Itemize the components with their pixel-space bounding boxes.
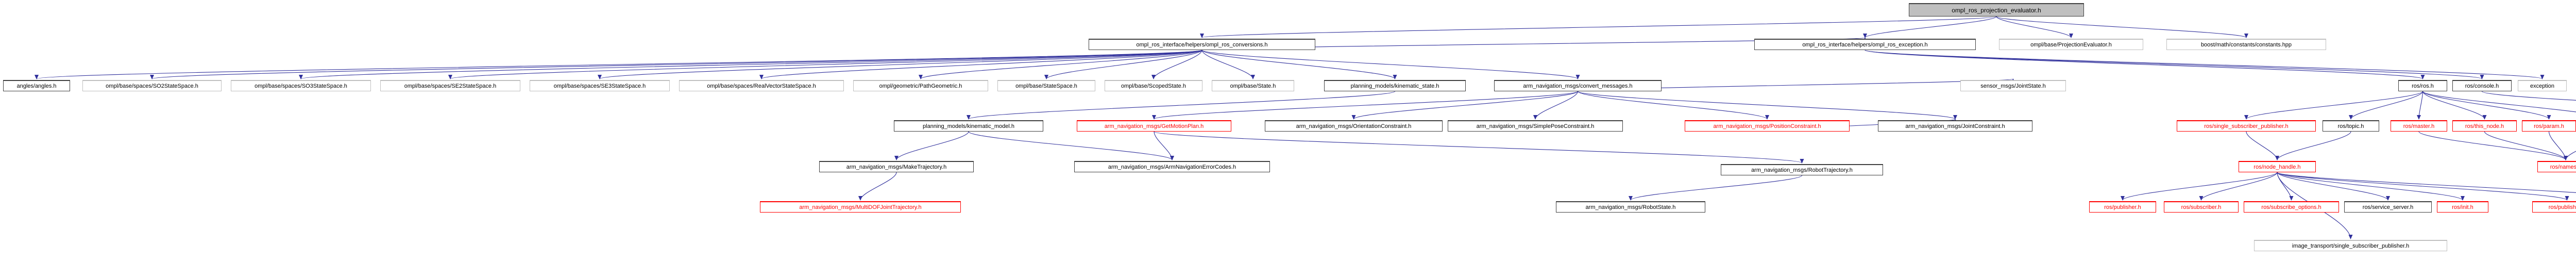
graph-node[interactable]: ompl/base/spaces/RealVectorStateSpace.h <box>679 80 844 91</box>
graph-edge <box>1201 50 1397 79</box>
graph-edge <box>2121 172 2278 201</box>
graph-edge <box>598 50 1202 79</box>
graph-edge <box>1629 175 1803 201</box>
graph-node[interactable]: arm_navigation_msgs/RobotTrajectory.h <box>1721 164 1883 175</box>
graph-edge <box>2564 151 2576 160</box>
graph-edge <box>35 50 1202 79</box>
graph-edge <box>2277 172 2569 201</box>
graph-edge <box>1863 16 1997 38</box>
graph-edge <box>1577 91 1957 120</box>
graph-edge <box>2548 131 2568 160</box>
graph-edge <box>968 131 1174 160</box>
graph-node[interactable]: arm_navigation_msgs/MakeTrajectory.h <box>819 161 974 172</box>
graph-node[interactable]: sensor_msgs/JointState.h <box>1960 80 2066 91</box>
graph-node[interactable]: ompl/base/spaces/SO2StateSpace.h <box>82 80 222 91</box>
graph-node[interactable]: arm_navigation_msgs/RobotState.h <box>1556 201 1705 213</box>
graph-edge <box>2277 172 2576 193</box>
graph-edge <box>1577 91 1769 120</box>
graph-edge <box>759 50 1202 79</box>
graph-node[interactable]: ompl/base/State.h <box>1212 80 1294 91</box>
graph-node[interactable]: ros/ros.h <box>2398 80 2447 91</box>
graph-edge <box>2422 91 2551 120</box>
graph-edge <box>2349 91 2424 120</box>
graph-node[interactable]: arm_navigation_msgs/PositionConstraint.h <box>1685 120 1850 132</box>
graph-node[interactable]: ros/subscriber.h <box>2164 201 2239 213</box>
graph-edge <box>1533 91 1579 120</box>
graph-node[interactable]: ompl/base/spaces/SO3StateSpace.h <box>231 80 371 91</box>
graph-edge <box>967 91 1396 120</box>
graph-node[interactable]: planning_models/kinematic_model.h <box>894 120 1043 132</box>
graph-node[interactable]: planning_models/kinematic_state.h <box>1324 80 1466 91</box>
graph-node[interactable]: image_transport/single_subscriber_publis… <box>2254 240 2447 251</box>
graph-node[interactable]: ros/publisher.h <box>2532 201 2576 213</box>
graph-edge <box>2418 131 2568 160</box>
graph-node[interactable]: ros/subscribe_options.h <box>2244 201 2339 213</box>
graph-node[interactable]: ompl/geometric/PathGeometric.h <box>853 80 988 91</box>
graph-edge <box>1865 50 2425 79</box>
graph-node[interactable]: boost/math/constants/constants.hpp <box>2166 39 2326 50</box>
graph-edge <box>2244 91 2424 120</box>
graph-node[interactable]: arm_navigation_msgs/SimplePoseConstraint… <box>1448 120 1623 132</box>
graph-node[interactable]: ros/console.h <box>2452 80 2512 91</box>
graph-node[interactable]: exception <box>2518 80 2567 91</box>
graph-node[interactable]: ompl_ros_interface/helpers/ompl_ros_exce… <box>1754 39 1976 50</box>
graph-node[interactable]: arm_navigation_msgs/GetMotionPlan.h <box>1077 120 1231 132</box>
graph-node[interactable]: arm_navigation_msgs/convert_messages.h <box>1494 80 1662 91</box>
graph-root-node[interactable]: ompl_ros_projection_evaluator.h <box>1909 3 2084 17</box>
graph-edge <box>858 172 897 201</box>
graph-edge <box>2481 91 2576 101</box>
graph-node[interactable]: arm_navigation_msgs/OrientationConstrain… <box>1265 120 1443 132</box>
graph-node[interactable]: arm_navigation_msgs/JointConstraint.h <box>1878 120 2032 132</box>
graph-edge <box>448 50 1202 79</box>
graph-node[interactable]: ompl/base/spaces/SE2StateSpace.h <box>380 80 520 91</box>
graph-node[interactable]: arm_navigation_msgs/MultiDOFJointTraject… <box>760 201 961 213</box>
graph-node[interactable]: ompl/base/ScopedState.h <box>1105 80 1202 91</box>
graph-edge <box>1154 131 1804 164</box>
graph-node[interactable]: ros/master.h <box>2391 120 2447 132</box>
graph-node[interactable]: ros/names.h <box>2537 161 2576 172</box>
graph-edge <box>1152 91 1579 120</box>
graph-node[interactable]: ros/node_handle.h <box>2239 161 2316 172</box>
graph-edge <box>1044 50 1202 79</box>
graph-node[interactable]: angles/angles.h <box>3 80 70 91</box>
graph-edge <box>2417 91 2424 120</box>
graph-node[interactable]: ros/param.h <box>2522 120 2576 132</box>
graph-edge <box>2199 172 2278 201</box>
graph-edge <box>2277 172 2390 201</box>
graph-edge <box>2484 131 2568 160</box>
graph-edge <box>1996 16 2248 38</box>
graph-edge <box>1996 16 2073 38</box>
graph-edge <box>2246 131 2279 160</box>
graph-edge <box>1865 50 2484 79</box>
graph-node[interactable]: ompl/base/spaces/SE3StateSpace.h <box>530 80 670 91</box>
graph-edge <box>1200 16 1997 38</box>
graph-node[interactable]: ros/this_node.h <box>2452 120 2517 132</box>
graph-node[interactable]: ros/single_subscriber_publisher.h <box>2177 120 2316 132</box>
graph-edge <box>1201 50 1580 79</box>
graph-edge <box>2422 91 2576 112</box>
graph-node[interactable]: ompl/base/ProjectionEvaluator.h <box>1999 39 2143 50</box>
graph-node[interactable]: ompl_ros_interface/helpers/ompl_ros_conv… <box>1089 39 1315 50</box>
graph-node[interactable]: ros/topic.h <box>2323 120 2379 132</box>
graph-edge <box>150 50 1202 79</box>
graph-edge <box>894 131 969 160</box>
graph-node[interactable]: ros/service_server.h <box>2344 201 2432 213</box>
graph-edge <box>1201 50 1255 79</box>
graph-edge <box>1865 50 2544 79</box>
graph-edge <box>1351 91 1579 120</box>
graph-edge <box>299 50 1202 79</box>
graph-node[interactable]: ompl/base/StateSpace.h <box>997 80 1095 91</box>
graph-edge <box>1151 50 1202 79</box>
graph-edge <box>2275 131 2351 160</box>
graph-node[interactable]: ros/publisher.h <box>2089 201 2156 213</box>
graph-edge <box>2277 172 2465 201</box>
graph-node[interactable]: ros/init.h <box>2437 201 2488 213</box>
graph-edge <box>2422 91 2487 120</box>
graph-node[interactable]: arm_navigation_msgs/ArmNavigationErrorCo… <box>1074 161 1270 172</box>
graph-edge <box>919 50 1202 79</box>
graph-edge <box>1154 131 1174 160</box>
